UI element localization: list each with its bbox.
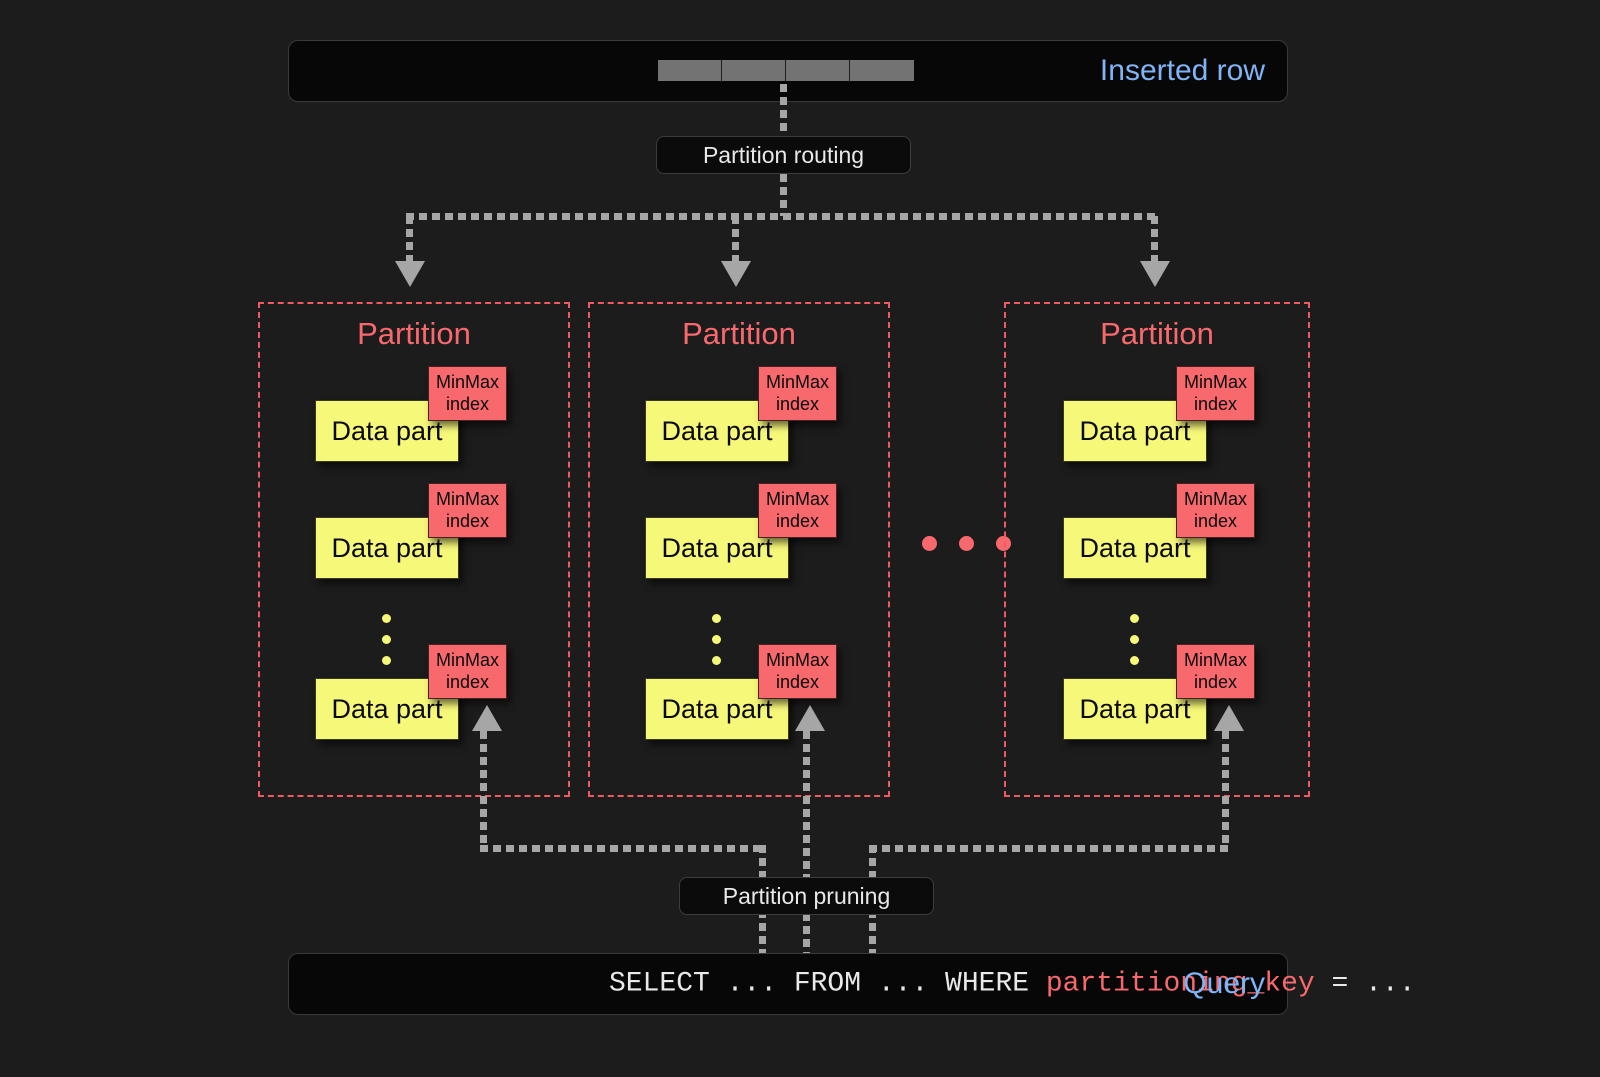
minmax-index-box: MinMax index xyxy=(758,483,837,538)
connector-bus-to-partition-1 xyxy=(732,216,739,264)
minmax-index-line1: MinMax xyxy=(765,489,829,510)
row-cell xyxy=(786,60,850,81)
minmax-index-line1: MinMax xyxy=(765,650,829,671)
inserted-row-label: Inserted row xyxy=(1099,54,1265,87)
minmax-index-line2: index xyxy=(1193,393,1238,414)
ellipsis-dot xyxy=(1130,635,1139,644)
minmax-index-box: MinMax index xyxy=(428,644,507,699)
minmax-index-box: MinMax index xyxy=(758,644,837,699)
minmax-index-box: MinMax index xyxy=(428,483,507,538)
minmax-index-line2: index xyxy=(445,393,490,414)
ellipsis-dot xyxy=(922,536,937,551)
arrow-from-pruning-to-partition-2 xyxy=(1214,705,1244,731)
connector-pruning-partition-0-vertical xyxy=(480,731,487,848)
connector-row-to-routing xyxy=(780,84,787,138)
query-sql-text: SELECT ... FROM ... WHERE partitioning_k… xyxy=(609,969,1416,1000)
connector-bus-to-partition-0 xyxy=(406,216,413,264)
partition-box: Partition MinMax index Data part MinMax … xyxy=(258,302,570,797)
ellipsis-dot xyxy=(1130,656,1139,665)
minmax-index-box: MinMax index xyxy=(758,366,837,421)
minmax-index-box: MinMax index xyxy=(1176,483,1255,538)
connector-pruning-partition-2-horizontal xyxy=(869,845,1229,852)
data-part-box: Data part xyxy=(645,400,789,462)
arrow-into-partition-0 xyxy=(395,261,425,287)
minmax-index-box: MinMax index xyxy=(428,366,507,421)
minmax-index-line2: index xyxy=(775,671,820,692)
minmax-index-line2: index xyxy=(775,393,820,414)
row-cell xyxy=(850,60,914,81)
ellipsis-dot xyxy=(1130,614,1139,623)
ellipsis-dot xyxy=(382,656,391,665)
query-label: Query xyxy=(1183,967,1265,1000)
data-parts-ellipsis xyxy=(712,614,721,665)
row-cell xyxy=(658,60,722,81)
minmax-index-line1: MinMax xyxy=(1183,650,1247,671)
minmax-index-box: MinMax index xyxy=(1176,644,1255,699)
minmax-index-line1: MinMax xyxy=(1183,372,1247,393)
ellipsis-dot xyxy=(712,656,721,665)
partition-pruning-label: Partition pruning xyxy=(722,882,891,909)
partition-box: Partition MinMax index Data part MinMax … xyxy=(588,302,890,797)
connector-pruning-center xyxy=(803,731,810,955)
data-parts-ellipsis xyxy=(382,614,391,665)
ellipsis-dot xyxy=(382,635,391,644)
partition-routing-label: Partition routing xyxy=(702,141,865,168)
arrow-from-pruning-to-partition-1 xyxy=(795,705,825,731)
partition-pruning-box: Partition pruning xyxy=(679,877,934,915)
minmax-index-line1: MinMax xyxy=(435,650,499,671)
ellipsis-dot xyxy=(712,614,721,623)
partition-title: Partition xyxy=(682,316,796,351)
query-sql-suffix: = ... xyxy=(1314,968,1416,1000)
minmax-index-line2: index xyxy=(1193,510,1238,531)
ellipsis-dot xyxy=(382,614,391,623)
connector-distribution-bus xyxy=(406,213,1158,220)
partition-title: Partition xyxy=(1100,316,1214,351)
minmax-index-line2: index xyxy=(775,510,820,531)
minmax-index-box: MinMax index xyxy=(1176,366,1255,421)
minmax-index-line1: MinMax xyxy=(435,372,499,393)
arrow-into-partition-1 xyxy=(721,261,751,287)
inserted-row-bar: Inserted row xyxy=(288,40,1288,102)
minmax-index-line2: index xyxy=(1193,671,1238,692)
connector-pruning-partition-2-vertical xyxy=(1222,731,1229,848)
arrow-from-pruning-to-partition-0 xyxy=(472,705,502,731)
partition-routing-box: Partition routing xyxy=(656,136,911,174)
query-sql-prefix: SELECT ... FROM ... WHERE xyxy=(609,968,1046,1000)
row-cell xyxy=(722,60,786,81)
connector-pruning-partition-0-horizontal xyxy=(480,845,766,852)
minmax-index-line1: MinMax xyxy=(435,489,499,510)
connector-routing-to-bus xyxy=(780,174,787,216)
data-part-box: Data part xyxy=(1063,678,1207,740)
ellipsis-dot xyxy=(712,635,721,644)
partitions-ellipsis xyxy=(922,536,1011,551)
minmax-index-line1: MinMax xyxy=(1183,489,1247,510)
ellipsis-dot xyxy=(996,536,1011,551)
minmax-index-line2: index xyxy=(445,510,490,531)
minmax-index-line1: MinMax xyxy=(765,372,829,393)
minmax-index-line2: index xyxy=(445,671,490,692)
data-part-box: Data part xyxy=(315,678,459,740)
connector-bus-to-partition-2 xyxy=(1151,216,1158,264)
partition-box: Partition MinMax index Data part MinMax … xyxy=(1004,302,1310,797)
ellipsis-dot xyxy=(959,536,974,551)
partition-title: Partition xyxy=(357,316,471,351)
query-bar: SELECT ... FROM ... WHERE partitioning_k… xyxy=(288,953,1416,1015)
query-sql-keyword: partitioning_key xyxy=(1045,968,1315,1000)
data-parts-ellipsis xyxy=(1130,614,1139,665)
data-part-box: Data part xyxy=(315,400,459,462)
inserted-row-cells xyxy=(658,60,914,81)
arrow-into-partition-2 xyxy=(1140,261,1170,287)
